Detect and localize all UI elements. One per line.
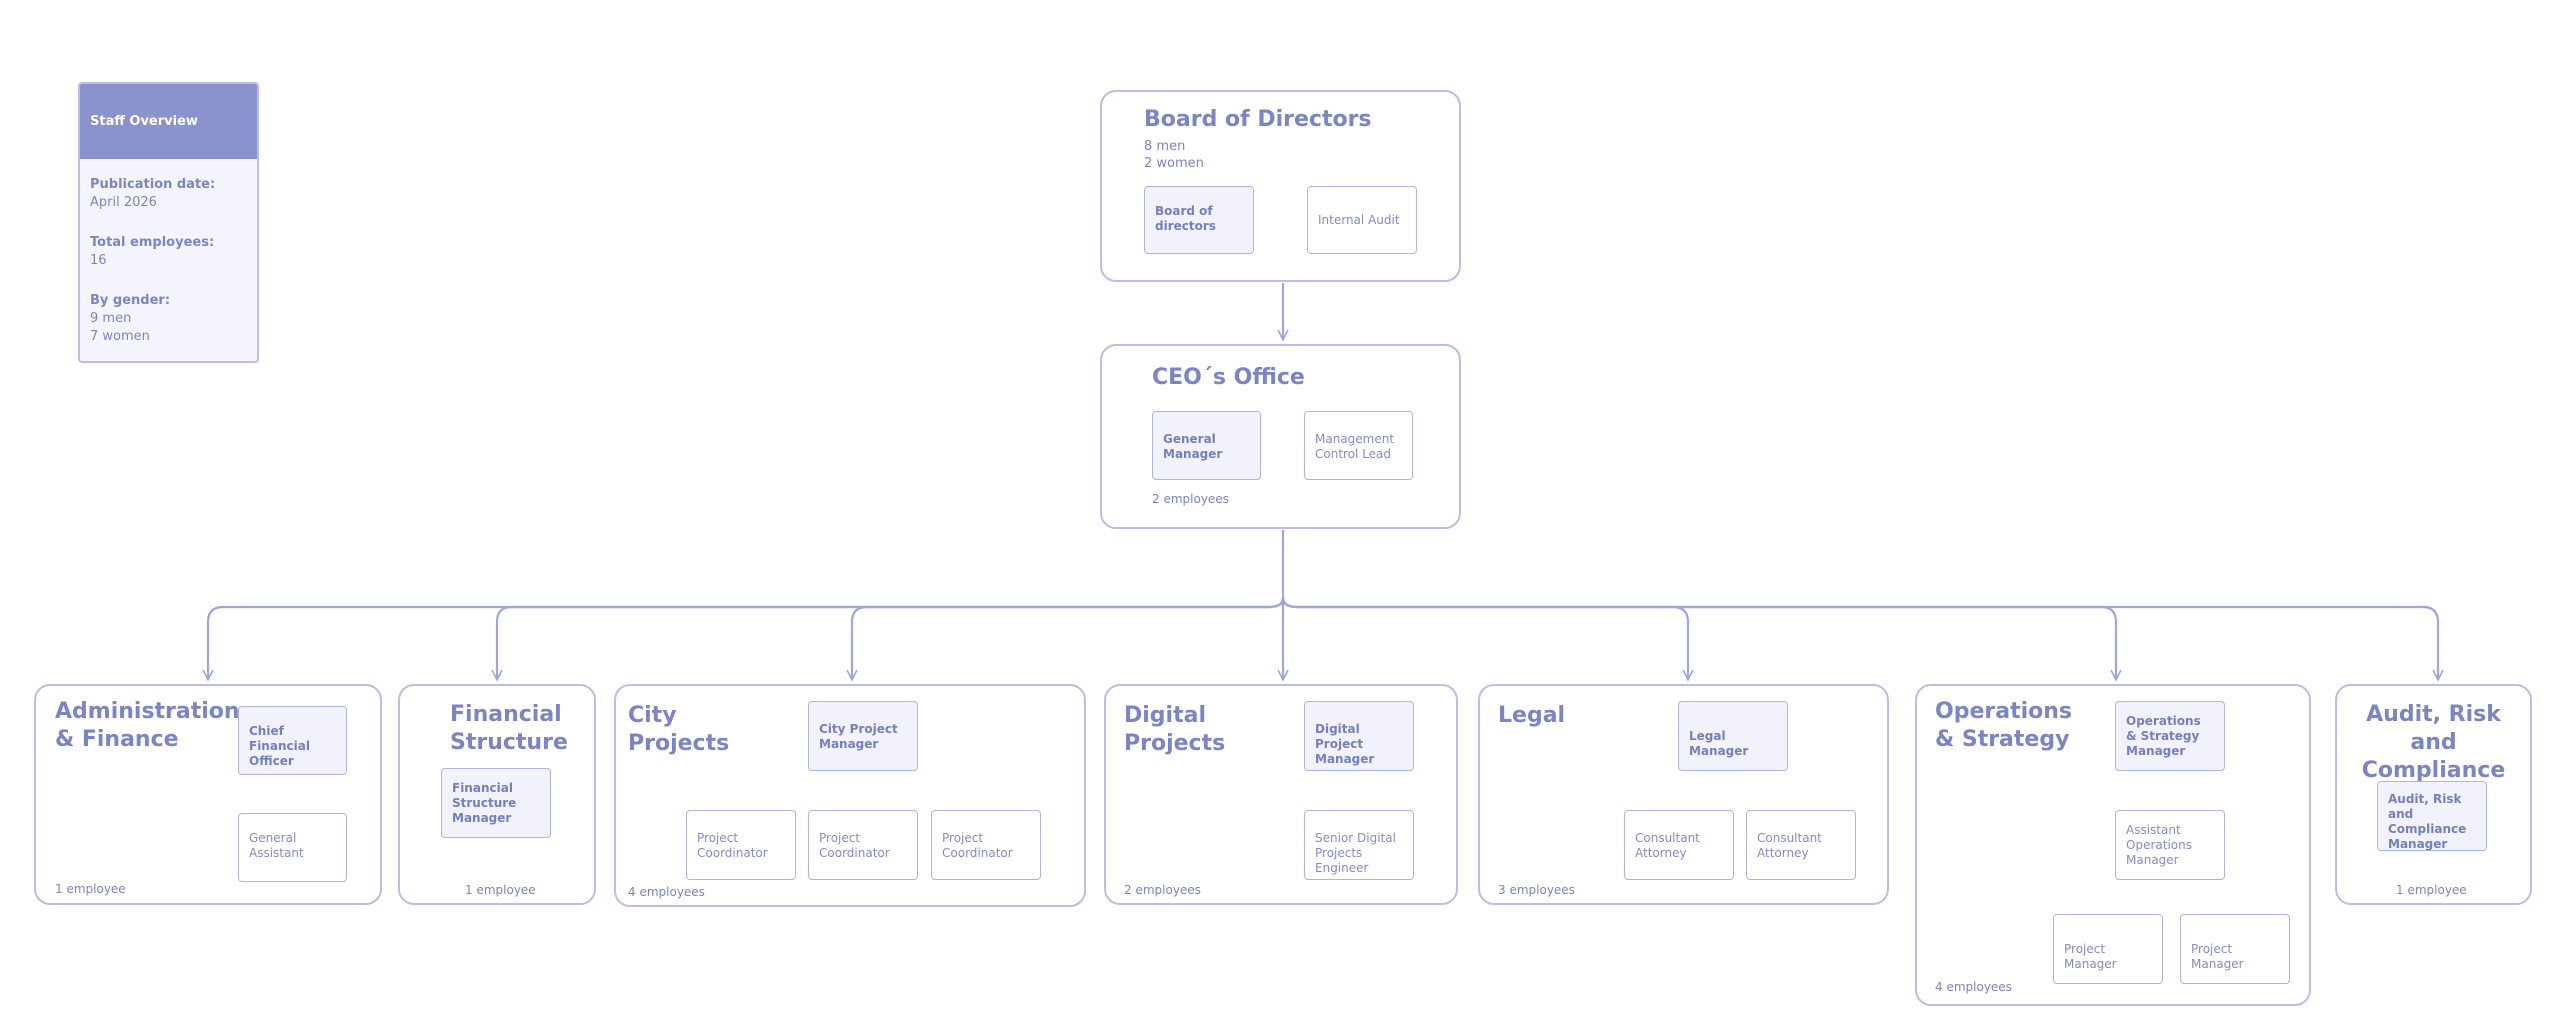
- staff-overview-title: Staff Overview: [80, 84, 257, 159]
- arrow-to-city: [852, 597, 1285, 680]
- chief-financial-officer-box[interactable]: Chief Financial Officer: [238, 706, 347, 775]
- digital-project-manager-box[interactable]: Digital Project Manager: [1304, 701, 1414, 771]
- total-employees-label: Total employees:: [90, 235, 215, 250]
- arrow-to-financial: [497, 597, 1285, 680]
- gender-men: 9 men: [90, 311, 132, 326]
- project-coordinator-box-1[interactable]: Project Coordinator: [686, 810, 796, 880]
- financial-title: Financial Structure: [450, 702, 568, 755]
- internal-audit-box[interactable]: Internal Audit: [1307, 186, 1417, 254]
- senior-digital-projects-engineer-box[interactable]: Senior Digital Projects Engineer: [1304, 810, 1414, 880]
- financial-employee-count: 1 employee: [465, 883, 536, 897]
- legal-manager-box[interactable]: Legal Manager: [1678, 701, 1788, 771]
- arrow-to-admin: [208, 597, 1285, 680]
- operations-strategy-manager-box[interactable]: Operations & Strategy Manager: [2115, 701, 2225, 771]
- staff-overview-card: Staff Overview Publication date: April 2…: [78, 82, 259, 363]
- digital-title: Digital Projects: [1124, 703, 1226, 756]
- project-coordinator-box-3[interactable]: Project Coordinator: [931, 810, 1041, 880]
- city-title: City Projects: [628, 703, 730, 756]
- board-title: Board of Directors: [1144, 107, 1372, 132]
- publication-date-value: April 2026: [90, 195, 157, 210]
- board-of-directors-box[interactable]: Board of directors: [1144, 186, 1254, 254]
- project-manager-box-2[interactable]: Project Manager: [2180, 914, 2290, 984]
- consultant-attorney-box-2[interactable]: Consultant Attorney: [1746, 810, 1856, 880]
- gender-women: 7 women: [90, 329, 150, 344]
- legal-title: Legal: [1498, 703, 1566, 728]
- publication-date-label: Publication date:: [90, 177, 216, 192]
- ceo-employee-count: 2 employees: [1152, 492, 1229, 506]
- admin-employee-count: 1 employee: [55, 882, 126, 896]
- arrow-to-operations: [1281, 597, 2116, 680]
- board-men: 8 men: [1144, 139, 1186, 154]
- assistant-operations-manager-box[interactable]: Assistant Operations Manager: [2115, 810, 2225, 880]
- consultant-attorney-box-1[interactable]: Consultant Attorney: [1624, 810, 1734, 880]
- general-manager-box[interactable]: General Manager: [1152, 411, 1261, 480]
- arrow-to-legal: [1281, 597, 1688, 680]
- admin-title: Administration & Finance: [55, 699, 240, 752]
- audit-employee-count: 1 employee: [2396, 883, 2467, 897]
- digital-employee-count: 2 employees: [1124, 883, 1201, 897]
- financial-structure-manager-box[interactable]: Financial Structure Manager: [441, 768, 551, 838]
- general-assistant-box[interactable]: General Assistant: [238, 813, 347, 882]
- city-project-manager-box[interactable]: City Project Manager: [808, 701, 918, 771]
- audit-title: Audit, Risk and Compliance: [2361, 702, 2506, 783]
- city-employee-count: 4 employees: [628, 885, 705, 899]
- operations-employee-count: 4 employees: [1935, 980, 2012, 994]
- total-employees-value: 16: [90, 253, 107, 268]
- management-control-lead-box[interactable]: Management Control Lead: [1304, 411, 1413, 480]
- audit-risk-compliance-manager-box[interactable]: Audit, Risk and Compliance Manager: [2377, 781, 2487, 851]
- ceo-title: CEO´s Office: [1152, 365, 1305, 390]
- operations-title: Operations & Strategy: [1935, 699, 2072, 752]
- project-coordinator-box-2[interactable]: Project Coordinator: [808, 810, 918, 880]
- gender-label: By gender:: [90, 293, 171, 308]
- arrow-to-audit: [1281, 597, 2438, 680]
- legal-employee-count: 3 employees: [1498, 883, 1575, 897]
- board-women: 2 women: [1144, 156, 1204, 171]
- project-manager-box-1[interactable]: Project Manager: [2053, 914, 2163, 984]
